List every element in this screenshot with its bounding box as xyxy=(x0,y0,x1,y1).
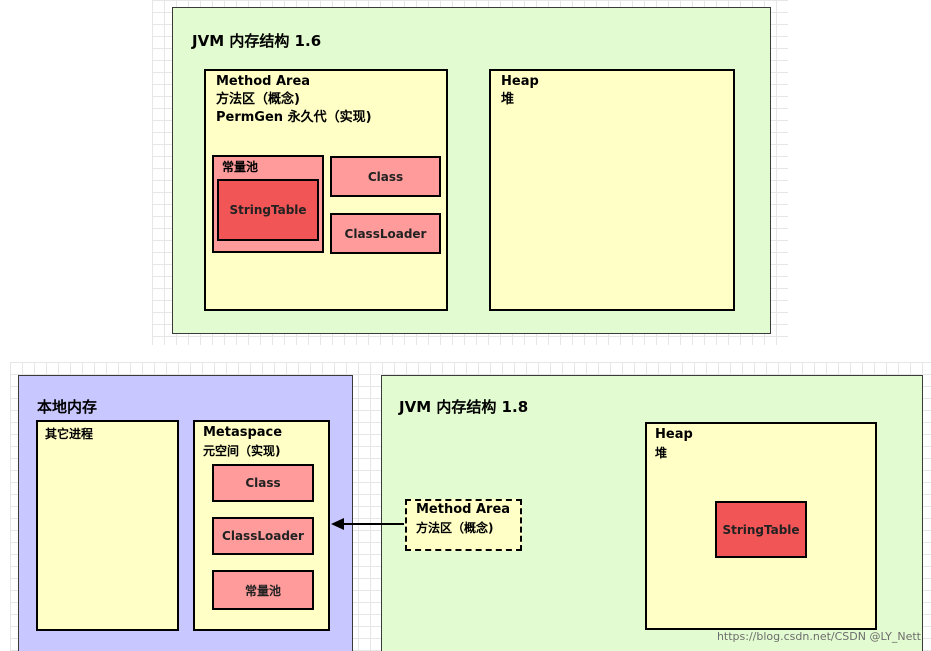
jvm18-method-area-line1: Method Area xyxy=(416,502,511,517)
jvm16-heap-line2: 堆 xyxy=(501,92,515,107)
watermark: https://blog.csdn.net/CSDN @LY_Nett xyxy=(716,630,921,643)
jvm16-method-area-line2: 方法区（概念) xyxy=(216,92,300,107)
jvm16-method-area-line3: PermGen 永久代（实现) xyxy=(216,110,372,125)
metaspace-constant-pool: 常量池 xyxy=(212,570,314,610)
jvm16-constant-pool: 常量池 StringTable xyxy=(212,155,324,253)
metaspace-class: Class xyxy=(212,464,314,502)
jvm16-container: JVM 内存结构 1.6 Method Area 方法区（概念) PermGen… xyxy=(172,7,771,334)
jvm18-heap-line1: Heap xyxy=(655,427,693,442)
jvm16-string-table: StringTable xyxy=(217,179,319,241)
metaspace-class-loader: ClassLoader xyxy=(212,517,314,555)
jvm16-heap: Heap 堆 xyxy=(489,69,735,311)
jvm16-method-area: Method Area 方法区（概念) PermGen 永久代（实现) 常量池 … xyxy=(204,69,448,311)
jvm18-container: JVM 内存结构 1.8 Method Area 方法区（概念) Heap 堆 … xyxy=(381,375,923,651)
jvm16-title: JVM 内存结构 1.6 xyxy=(192,32,322,50)
jvm18-heap-line2: 堆 xyxy=(655,446,668,460)
jvm16-constant-pool-label: 常量池 xyxy=(222,160,259,174)
native-memory-title: 本地内存 xyxy=(37,398,98,416)
metaspace-line2: 元空间（实现) xyxy=(203,444,281,458)
other-process: 其它进程 xyxy=(36,420,179,631)
jvm16-class: Class xyxy=(330,156,441,197)
jvm16-method-area-line1: Method Area xyxy=(216,74,311,89)
jvm18-title: JVM 内存结构 1.8 xyxy=(399,398,529,416)
jvm18-string-table: StringTable xyxy=(715,501,807,558)
metaspace: Metaspace 元空间（实现) Class ClassLoader 常量池 xyxy=(193,420,330,631)
jvm18-method-area: Method Area 方法区（概念) xyxy=(405,499,522,551)
jvm18-heap: Heap 堆 StringTable xyxy=(645,422,877,630)
jvm18-method-area-line2: 方法区（概念) xyxy=(416,521,494,535)
other-process-label: 其它进程 xyxy=(45,427,94,441)
native-memory-container: 本地内存 其它进程 Metaspace 元空间（实现) Class ClassL… xyxy=(18,375,353,651)
metaspace-line1: Metaspace xyxy=(203,425,283,440)
jvm16-class-loader: ClassLoader xyxy=(330,213,441,254)
jvm16-heap-line1: Heap xyxy=(501,74,539,89)
